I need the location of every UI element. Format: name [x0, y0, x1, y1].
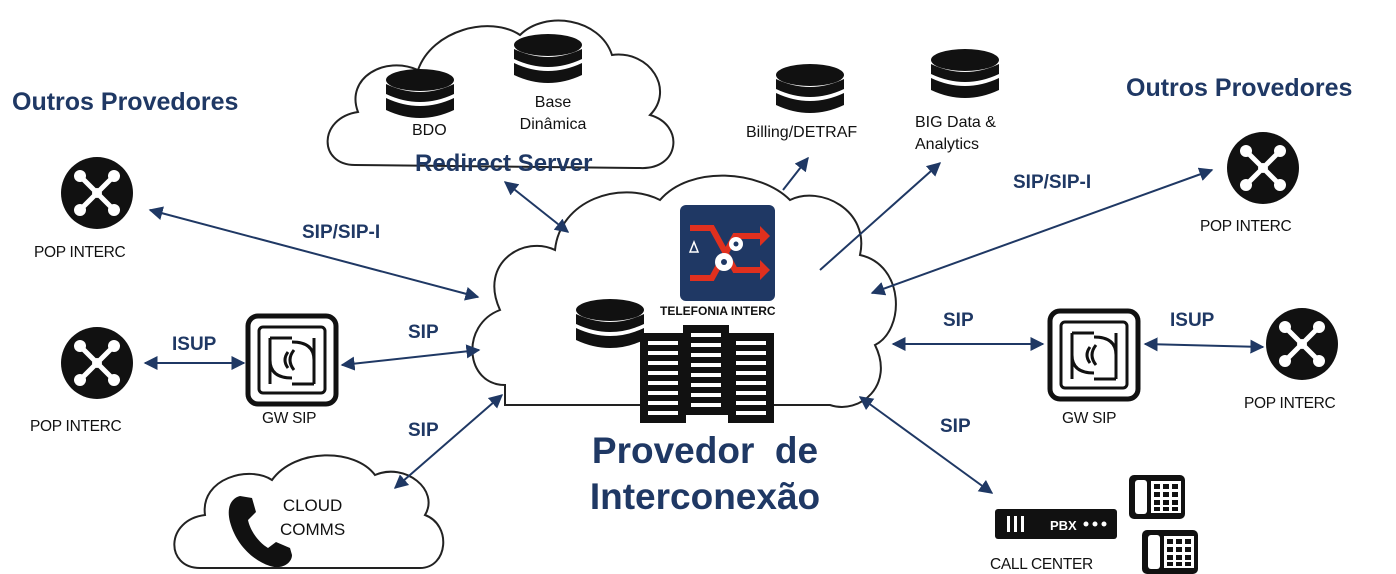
pbx-label: PBX	[1050, 518, 1077, 533]
pbx-box-icon	[995, 509, 1117, 539]
link-cloud-comms	[393, 394, 504, 489]
server-rack-icon	[683, 325, 729, 415]
link-label: SIP	[940, 416, 971, 437]
telefonia-logo-caption: TELEFONIA INTERC	[660, 304, 776, 318]
gw-sip-label: GW SIP	[262, 410, 317, 427]
database-icon	[386, 69, 454, 118]
gateway-phone-icon	[248, 316, 336, 404]
database-icon	[931, 49, 999, 98]
link-redirect-server	[503, 181, 570, 233]
bigdata-label: BIG Data & Analytics	[915, 114, 996, 153]
link-call-center	[858, 396, 994, 494]
link-isup-right	[1143, 337, 1265, 354]
desk-phone-icon	[1142, 530, 1198, 574]
link-label: ISUP	[172, 334, 217, 355]
bdo-label: BDO	[412, 122, 447, 139]
link-label: SIP/SIP-I	[1013, 172, 1092, 193]
link-label: SIP	[408, 420, 439, 441]
link-label: SIP	[408, 322, 439, 343]
pop-node-icon	[61, 327, 133, 399]
gateway-phone-icon	[1050, 311, 1138, 399]
pop-node-icon	[1266, 308, 1338, 380]
link-label: SIP/SIP-I	[302, 222, 381, 243]
telefonia-logo-icon	[680, 205, 775, 301]
billing-label: Billing/DETRAF	[746, 124, 858, 141]
link-billing	[782, 156, 809, 191]
link-label: SIP	[943, 310, 974, 331]
pop-label: POP INTERC	[1244, 395, 1336, 412]
connections	[143, 156, 1265, 494]
pop-label: POP INTERC	[1200, 218, 1292, 235]
link-label: ISUP	[1170, 310, 1215, 331]
cloud-comms-label: CLOUD COMMS	[280, 496, 346, 539]
redirect-server-title: Redirect Server	[415, 150, 593, 177]
link-gw-left	[340, 344, 481, 371]
database-icon	[514, 34, 582, 83]
database-icon	[576, 299, 644, 348]
left-providers-heading: Outros Provedores	[12, 88, 239, 116]
server-rack-icon	[640, 333, 686, 423]
provider-title: Provedor de Interconexão	[589, 430, 821, 517]
pop-node-icon	[1227, 132, 1299, 204]
database-icon	[776, 64, 844, 113]
desk-phone-icon	[1129, 475, 1185, 519]
right-providers-heading: Outros Provedores	[1126, 74, 1353, 102]
redirect-server-cloud	[326, 19, 675, 170]
server-rack-icon	[728, 333, 774, 423]
base-dinamica-label: Base Dinâmica	[519, 94, 587, 133]
link-pop-top-right	[870, 167, 1214, 296]
call-center-label: CALL CENTER	[990, 556, 1093, 573]
telephone-icon	[228, 496, 292, 568]
pop-label: POP INTERC	[30, 418, 122, 435]
link-pop-top-left	[148, 206, 480, 301]
pop-node-icon	[61, 157, 133, 229]
pop-label: POP INTERC	[34, 244, 126, 261]
gw-sip-label: GW SIP	[1062, 410, 1117, 427]
